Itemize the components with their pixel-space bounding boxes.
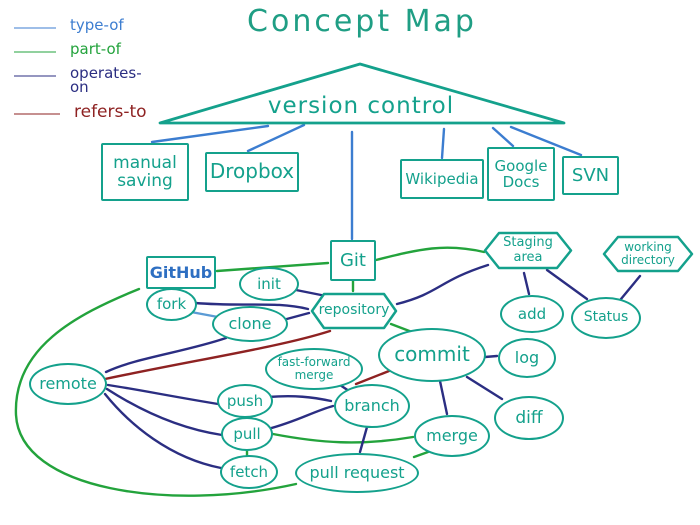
node-log-label: log: [514, 348, 540, 368]
staging-area-hexagon-outline: [483, 231, 573, 270]
node-repository: repository: [310, 292, 398, 330]
edge-merge-to-pull-request: [412, 450, 430, 459]
node-pull-request: pull request: [295, 453, 419, 493]
repository-hexagon-outline: [310, 292, 398, 330]
edge-pull-request-to-github: [14, 287, 298, 497]
node-fast-forward-merge: fast-forward merge: [265, 348, 363, 390]
node-wikipedia: Wikipedia: [400, 159, 484, 199]
edge-merge-to-commit: [438, 379, 449, 416]
legend-item-operates-on: operates-on: [12, 66, 152, 100]
node-merge: merge: [414, 415, 490, 457]
edge-fetch-to-remote: [103, 392, 223, 470]
node-git-label: Git: [339, 249, 366, 271]
node-svn-label: SVN: [571, 164, 610, 186]
node-manual-saving: manual saving: [101, 143, 189, 201]
legend-label-type-of: type-of: [70, 16, 124, 34]
refers-to-arrow-icon: [14, 113, 60, 115]
node-init-label: init: [257, 274, 281, 293]
legend-item-refers-to: refers-to: [12, 102, 152, 124]
edge-add-to-staging-area: [522, 271, 531, 296]
node-fetch: fetch: [220, 455, 278, 489]
node-fork: fork: [146, 288, 197, 321]
node-init: init: [239, 267, 299, 301]
node-svn: SVN: [562, 156, 619, 195]
node-pull-label: pull: [233, 424, 261, 443]
edge-clone-to-remote: [104, 336, 228, 374]
node-working-directory: working directory: [602, 235, 694, 273]
node-status-label: Status: [583, 309, 629, 326]
node-fetch-label: fetch: [229, 462, 269, 481]
node-clone: clone: [212, 306, 288, 342]
node-diff: diff: [494, 396, 564, 440]
edge-fork-to-repository: [193, 301, 310, 311]
edge-wikipedia-to-version-control: [440, 127, 446, 160]
edge-google-docs-to-version-control: [491, 126, 515, 148]
edge-status-to-staging-area: [545, 268, 589, 301]
node-push-label: push: [226, 391, 264, 410]
node-log: log: [498, 338, 556, 378]
page-title: Concept Map: [247, 4, 477, 39]
working-directory-hexagon-outline: [602, 235, 694, 273]
node-working-directory-label: working directory: [621, 240, 675, 267]
edge-push-to-remote: [106, 383, 220, 406]
edge-push-to-branch: [266, 395, 333, 403]
node-remote-label: remote: [39, 374, 97, 394]
node-branch-label: branch: [344, 396, 400, 416]
edge-svn-to-version-control: [509, 125, 583, 157]
node-diff-label: diff: [515, 407, 543, 428]
node-merge-label: merge: [426, 426, 478, 446]
node-commit-label: commit: [394, 342, 470, 367]
legend-label-part-of: part-of: [70, 40, 121, 58]
node-version-control-label: version control: [267, 93, 455, 119]
node-google-docs-label: Google Docs: [494, 156, 548, 191]
node-add-label: add: [517, 304, 547, 323]
edge-dropbox-to-version-control: [246, 123, 306, 153]
node-dropbox-label: Dropbox: [209, 159, 295, 184]
node-add: add: [500, 295, 564, 333]
edge-fork-to-clone: [189, 310, 220, 319]
node-push: push: [217, 384, 273, 418]
part-of-arrow-icon: [14, 51, 56, 53]
node-manual-saving-label: manual saving: [113, 152, 177, 191]
edge-merge-to-pull: [271, 432, 415, 444]
edge-log-to-commit: [483, 354, 499, 359]
node-fork-label: fork: [156, 295, 187, 314]
legend-label-refers-to: refers-to: [74, 102, 147, 122]
node-wikipedia-label: Wikipedia: [405, 169, 479, 188]
edge-remote-to-repository: [103, 329, 332, 381]
node-version-control-triangle: [158, 62, 566, 125]
edge-diff-to-commit: [465, 375, 504, 401]
node-branch: branch: [334, 384, 410, 428]
node-repository-label: repository: [318, 302, 390, 319]
edge-branch-to-commit: [354, 369, 391, 386]
node-staging-area: Staging area: [483, 231, 573, 270]
node-github: GitHub: [146, 256, 216, 289]
node-dropbox: Dropbox: [205, 152, 299, 192]
legend-item-type-of: type-of: [12, 16, 152, 38]
edge-pull-to-branch: [266, 404, 335, 431]
node-fast-forward-merge-label: fast-forward merge: [277, 355, 351, 382]
node-pull: pull: [221, 417, 273, 451]
edge-pull-request-to-branch: [358, 425, 369, 454]
edge-clone-to-repository: [281, 311, 311, 322]
node-status: Status: [571, 297, 641, 339]
edge-repository-to-staging-area: [395, 263, 490, 306]
node-git: Git: [330, 240, 376, 281]
node-google-docs: Google Docs: [487, 147, 555, 201]
legend: type-of part-of operates-on refers-to: [12, 16, 152, 128]
node-staging-area-label: Staging area: [503, 235, 553, 265]
edge-staging-area-to-git: [374, 246, 486, 262]
node-clone-label: clone: [228, 314, 272, 334]
edge-pull-to-remote: [105, 387, 224, 437]
edge-status-to-working-directory: [619, 274, 642, 301]
legend-item-part-of: part-of: [12, 40, 152, 62]
node-commit: commit: [378, 328, 486, 382]
node-remote: remote: [29, 363, 107, 405]
node-pull-request-label: pull request: [309, 463, 405, 483]
node-github-label: GitHub: [149, 262, 213, 282]
edge-manual-saving-to-version-control: [150, 124, 270, 144]
type-of-arrow-icon: [14, 27, 56, 29]
legend-label-operates-on: operates-on: [70, 64, 142, 97]
operates-on-arrow-icon: [14, 75, 56, 77]
